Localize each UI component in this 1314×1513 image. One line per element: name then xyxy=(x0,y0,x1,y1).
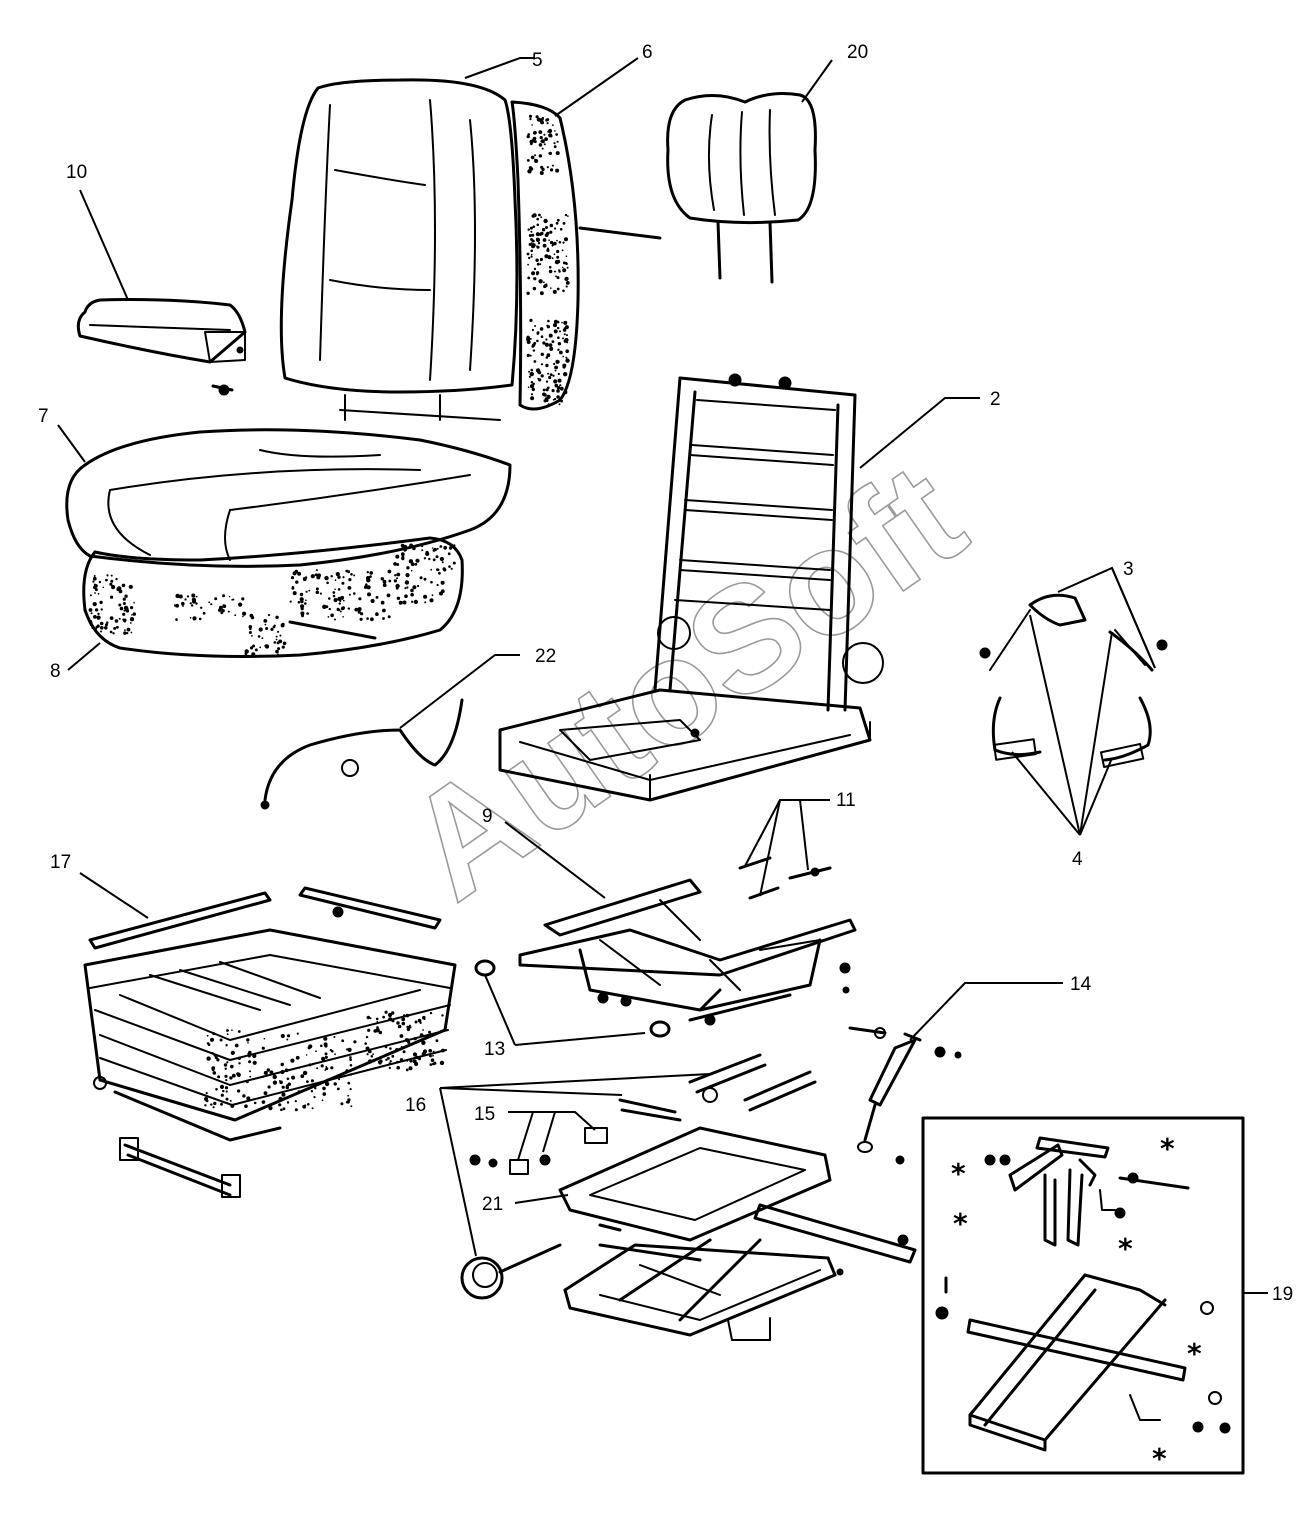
cable xyxy=(260,698,464,810)
seat-base-frame xyxy=(83,928,457,1142)
marker-5: * xyxy=(1187,1337,1202,1370)
callout-9: 9 xyxy=(482,806,493,827)
callout-7: 7 xyxy=(38,406,49,427)
marker-6: * xyxy=(1152,1442,1167,1475)
leader-lines xyxy=(57,57,1268,1294)
callout-16: 16 xyxy=(405,1095,426,1116)
marker-3: * xyxy=(1160,1132,1175,1165)
callout-20: 20 xyxy=(847,42,868,63)
callout-22: 22 xyxy=(535,646,556,667)
callout-17: 17 xyxy=(50,852,71,873)
callout-labels: 2 3 4 5 6 7 8 9 10 11 13 14 15 16 17 19 … xyxy=(38,42,1293,1305)
seat-carrier xyxy=(518,878,857,1026)
bracket-set xyxy=(979,593,1168,768)
callout-15: 15 xyxy=(474,1104,495,1125)
callout-10: 10 xyxy=(66,162,87,183)
callout-8: 8 xyxy=(50,661,61,682)
callout-5: 5 xyxy=(532,50,543,71)
callout-3: 3 xyxy=(1123,559,1134,580)
slide-handle xyxy=(119,1137,241,1198)
callout-19: 19 xyxy=(1272,1284,1293,1305)
marker-2: * xyxy=(953,1207,968,1240)
adjuster-springs xyxy=(738,856,832,900)
marker-4: * xyxy=(1118,1232,1133,1265)
seat-cushion xyxy=(65,428,512,568)
shock-absorber xyxy=(848,1026,962,1153)
suspension-springs xyxy=(618,1053,817,1122)
callout-21: 21 xyxy=(482,1194,503,1215)
seat-frame xyxy=(498,373,884,802)
seat-foam xyxy=(82,536,464,658)
callout-13: 13 xyxy=(484,1039,505,1060)
height-adjust-knob xyxy=(460,1243,562,1300)
callout-14: 14 xyxy=(1070,974,1092,995)
detail-markers: * * * * * * xyxy=(951,1132,1202,1475)
callout-4: 4 xyxy=(1072,849,1083,870)
callout-11: 11 xyxy=(836,790,856,811)
callout-6: 6 xyxy=(642,42,653,63)
backrest-cushion xyxy=(279,78,519,421)
callout-2: 2 xyxy=(990,389,1001,410)
detail-box xyxy=(921,1116,1245,1475)
scissor-suspension xyxy=(558,1126,917,1341)
slide-rail-top xyxy=(88,886,442,950)
headrest xyxy=(666,92,817,284)
bushing-left xyxy=(474,959,496,977)
bushing-right xyxy=(649,1020,671,1038)
backrest-side-cover xyxy=(510,100,580,411)
marker-1: * xyxy=(951,1157,966,1190)
armrest xyxy=(76,298,247,396)
washer-set xyxy=(469,1127,608,1175)
